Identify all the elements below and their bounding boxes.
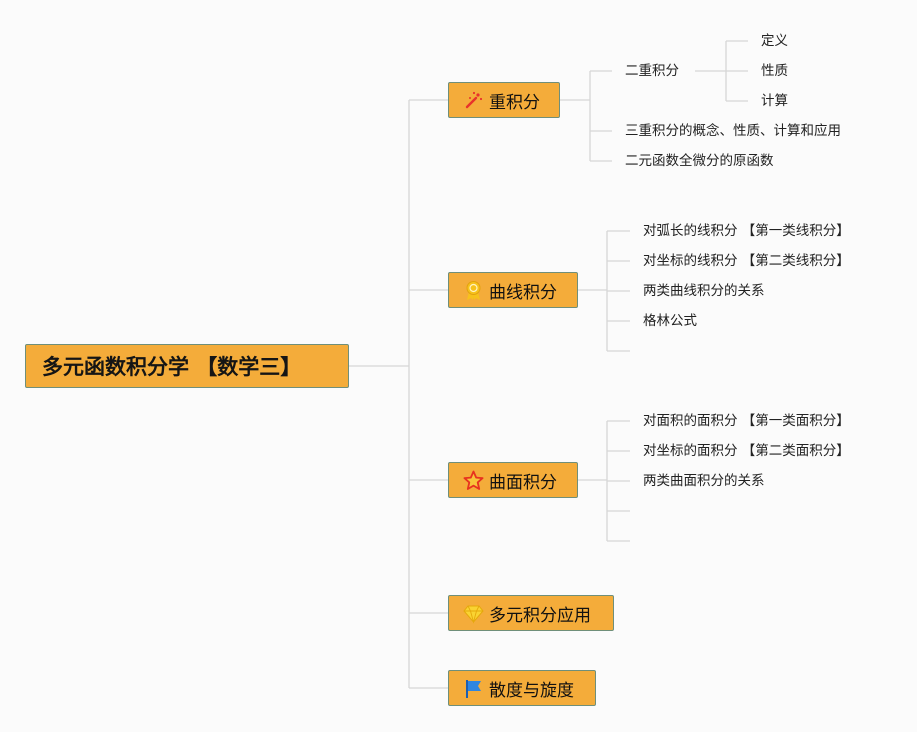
- root-node[interactable]: 多元函数积分学 【数学三】: [25, 344, 349, 388]
- subtopic-line-integral-coordinates[interactable]: 对坐标的线积分 【第二类线积分】: [643, 253, 850, 269]
- star-icon: [463, 470, 484, 491]
- subtopic-properties[interactable]: 性质: [761, 63, 788, 79]
- subtopic-line-integral-arc-length[interactable]: 对弧长的线积分 【第一类线积分】: [643, 223, 850, 239]
- subtopic-green-formula[interactable]: 格林公式: [643, 313, 697, 329]
- topic-label: 重积分: [489, 92, 540, 113]
- topic-label: 曲面积分: [489, 472, 557, 493]
- subtopic-surface-integral-relation[interactable]: 两类曲面积分的关系: [643, 473, 765, 489]
- subtopic-line-integral-relation[interactable]: 两类曲线积分的关系: [643, 283, 765, 299]
- topic-label: 曲线积分: [489, 282, 557, 303]
- subtopic-definition[interactable]: 定义: [761, 33, 788, 49]
- topic-multiple-integral-applications[interactable]: 多元积分应用: [448, 595, 614, 631]
- diamond-icon: [463, 603, 484, 624]
- subtopic-calculation[interactable]: 计算: [761, 93, 788, 109]
- topic-label: 多元积分应用: [489, 605, 591, 626]
- topic-divergence-curl[interactable]: 散度与旋度: [448, 670, 596, 706]
- subtopic-triple-integral[interactable]: 三重积分的概念、性质、计算和应用: [625, 123, 841, 139]
- subtopic-antiderivative-total-differential[interactable]: 二元函数全微分的原函数: [625, 153, 774, 169]
- topic-line-integrals[interactable]: 曲线积分: [448, 272, 578, 308]
- medal-icon: [463, 280, 484, 301]
- subtopic-double-integral[interactable]: 二重积分: [625, 63, 679, 79]
- subtopic-surface-integral-area[interactable]: 对面积的面积分 【第一类面积分】: [643, 413, 850, 429]
- topic-label: 散度与旋度: [489, 680, 574, 701]
- topic-multiple-integrals[interactable]: 重积分: [448, 82, 560, 118]
- topic-surface-integrals[interactable]: 曲面积分: [448, 462, 578, 498]
- magic-wand-icon: [463, 90, 484, 111]
- subtopic-surface-integral-coordinates[interactable]: 对坐标的面积分 【第二类面积分】: [643, 443, 850, 459]
- flag-icon: [463, 678, 484, 699]
- root-label: 多元函数积分学 【数学三】: [42, 355, 302, 379]
